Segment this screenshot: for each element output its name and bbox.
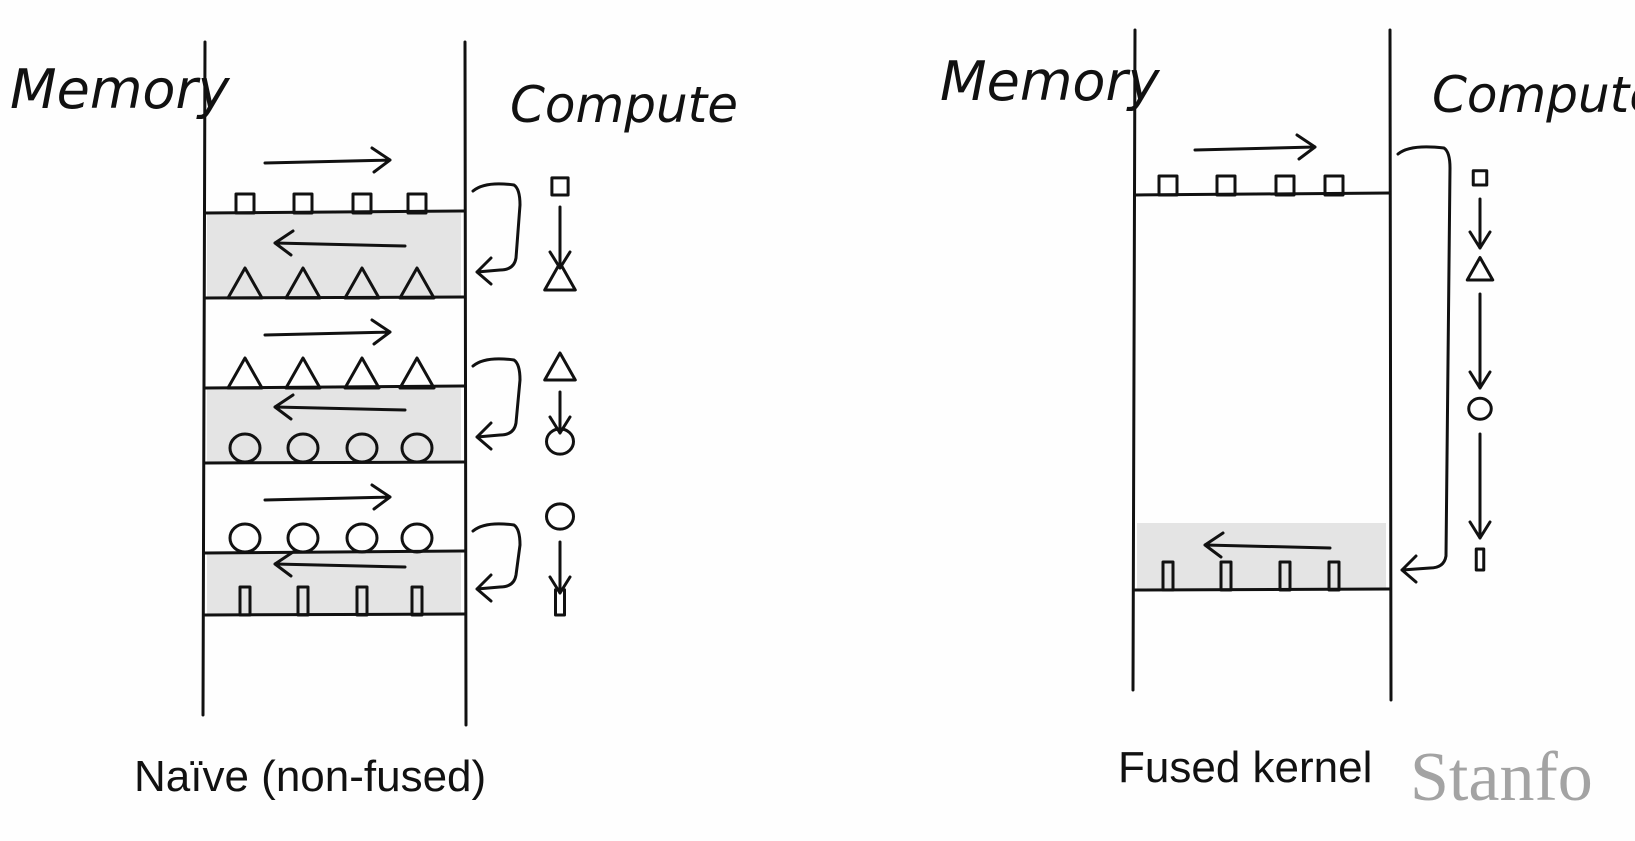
naive-stage-1-write-region [207, 388, 461, 463]
naive-stage-1-read-item [226, 356, 264, 390]
stanford-watermark: Stanfo [1410, 739, 1593, 816]
fused-compute-arrow-icon [1468, 292, 1492, 390]
naive-stage-0-write-arrow-icon [273, 229, 407, 257]
naive-stage-2-write-item [238, 585, 252, 617]
naive-compute-triangle-icon [543, 261, 577, 292]
fused-stage-0-write-item [1327, 560, 1341, 592]
naive-compute-arrow-icon [548, 390, 572, 435]
fused-stage-0-write-item [1278, 560, 1292, 592]
naive-stage-0-write-region [207, 213, 461, 298]
naive-stage-2-read-item [400, 522, 434, 554]
naive-compute-label: Compute [510, 76, 738, 134]
naive-memory-label: Memory [10, 58, 231, 121]
naive-stage-0-read-arrow-icon [263, 146, 392, 174]
fused-compute-square-icon [1471, 169, 1489, 187]
naive-stage-0-loop-arrow-icon [471, 182, 522, 286]
fused-stage-0-write-item [1161, 560, 1175, 592]
fused-compute-triangle-icon [1465, 256, 1495, 282]
fused-memory-left-wall [1131, 28, 1137, 692]
naive-stage-1-read-arrow-icon [263, 318, 392, 346]
fused-compute-circle-icon [1467, 396, 1493, 421]
naive-compute-arrow-icon [548, 205, 572, 270]
naive-stage-0-read-item [351, 192, 373, 215]
naive-stage-0-write-item [343, 266, 381, 300]
fused-compute-label: Compute [1432, 66, 1635, 124]
naive-stage-2-write-item [355, 585, 369, 617]
naive-stage-1-read-item [343, 356, 381, 390]
naive-stage-0-write-item [226, 266, 264, 300]
naive-stage-2-write-arrow-icon [273, 550, 407, 578]
naive-stage-2-write-item [296, 585, 310, 617]
fused-stage-0-write-line [1133, 587, 1392, 592]
naive-stage-2-read-item [286, 522, 320, 554]
fused-compute-arrow-icon [1468, 197, 1492, 250]
naive-stage-1-loop-arrow-icon [471, 357, 522, 451]
fused-stage-0-read-item [1157, 174, 1179, 197]
fused-stage-0-loop-arrow-icon [1396, 145, 1452, 584]
naive-stage-1-write-item [286, 432, 320, 464]
fused-stage-0-read-item [1323, 174, 1345, 197]
naive-stage-2-write-item [410, 585, 424, 617]
naive-memory-left-wall [201, 40, 207, 717]
fused-caption: Fused kernel [1118, 743, 1373, 792]
naive-compute-square-icon [550, 176, 570, 197]
naive-caption: Naïve (non-fused) [134, 752, 487, 801]
fused-stage-0-read-item [1274, 174, 1296, 197]
fused-memory-right-wall [1388, 28, 1393, 702]
naive-stage-0-read-item [406, 192, 428, 215]
naive-stage-2-read-item [345, 522, 379, 554]
naive-compute-circle-icon [545, 502, 575, 531]
naive-compute-arrow-icon [548, 540, 572, 595]
fused-memory-label: Memory [940, 50, 1161, 113]
naive-stage-1-write-item [400, 432, 434, 464]
naive-stage-2-read-item [228, 522, 262, 554]
naive-stage-1-write-item [228, 432, 262, 464]
naive-stage-1-read-item [398, 356, 436, 390]
fused-stage-0-write-arrow-icon [1203, 531, 1332, 559]
naive-compute-triangle-icon [543, 351, 577, 382]
naive-memory-right-wall [463, 40, 468, 727]
naive-stage-2-read-arrow-icon [263, 483, 392, 511]
naive-stage-1-write-item [345, 432, 379, 464]
naive-stage-0-read-item [234, 192, 256, 215]
naive-stage-1-write-arrow-icon [273, 393, 407, 421]
fused-compute-arrow-icon [1468, 432, 1492, 540]
naive-stage-0-write-item [284, 266, 322, 300]
naive-stage-0-write-item [398, 266, 436, 300]
fused-stage-0-write-region [1137, 523, 1386, 590]
fused-compute-bar-icon [1474, 547, 1486, 572]
fused-stage-0-read-item [1215, 174, 1237, 197]
fused-stage-0-read-arrow-icon [1193, 133, 1317, 161]
fused-stage-0-write-item [1219, 560, 1233, 592]
naive-stage-1-read-item [284, 356, 322, 390]
naive-stage-0-read-item [292, 192, 314, 215]
naive-stage-2-loop-arrow-icon [471, 522, 522, 603]
